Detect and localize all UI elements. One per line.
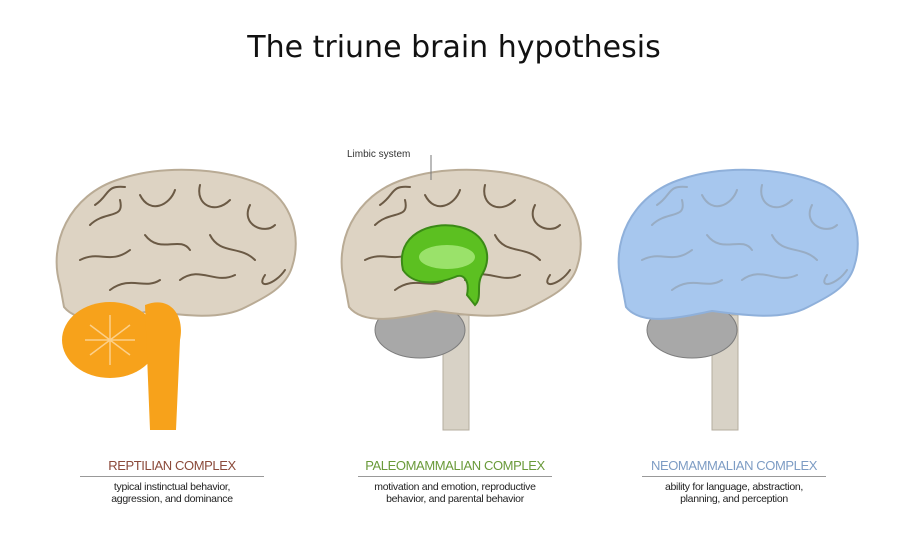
reptilian-desc-1: typical instinctual behavior, (113, 481, 231, 493)
paleomammalian-desc-2: behavior, and parental behavior (386, 493, 524, 505)
reptilian-desc-2: aggression, and dominance (111, 493, 233, 505)
neomammalian-desc-2: planning, and perception (680, 493, 788, 505)
neomammalian-heading: NEOMAMMALIAN COMPLEX (642, 458, 826, 477)
neomammalian-caption: NEOMAMMALIAN COMPLEX ability for languag… (634, 458, 834, 505)
paleomammalian-caption: PALEOMAMMALIAN COMPLEX motivation and em… (350, 458, 560, 505)
neomammalian-brain (617, 168, 859, 431)
reptilian-caption: REPTILIAN COMPLEX typical instinctual be… (72, 458, 272, 505)
paleomammalian-brain (340, 155, 582, 431)
reptilian-brain (55, 168, 297, 430)
reptilian-heading: REPTILIAN COMPLEX (80, 458, 264, 477)
paleomammalian-heading: PALEOMAMMALIAN COMPLEX (358, 458, 552, 477)
paleomammalian-desc-1: motivation and emotion, reproductive (374, 481, 536, 493)
limbic-system-label: Limbic system (347, 149, 411, 160)
neomammalian-desc-1: ability for language, abstraction, (664, 481, 804, 493)
diagram-title: The triune brain hypothesis (247, 30, 661, 65)
